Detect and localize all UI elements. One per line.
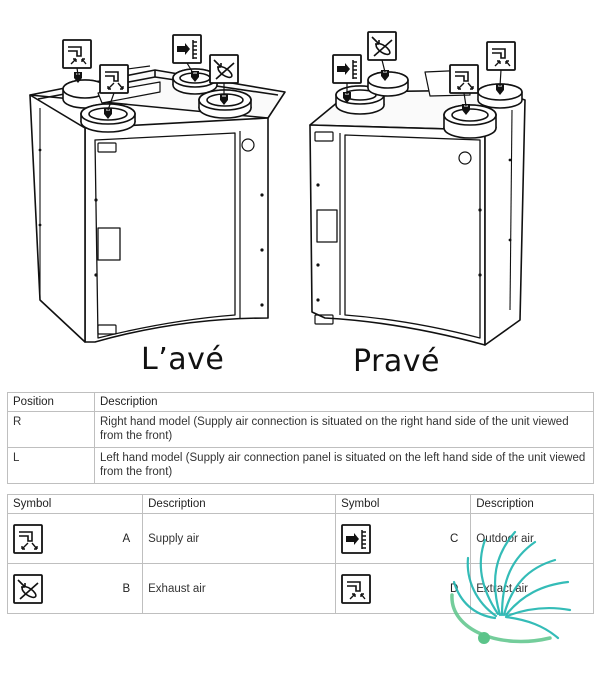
position-header: Position <box>7 392 95 412</box>
extract-air-icon <box>62 39 92 69</box>
outdoor-air-icon <box>341 523 372 554</box>
position-cell: R <box>7 411 95 448</box>
supply-air-icon <box>13 523 43 554</box>
symbol-cell <box>335 563 383 614</box>
description-cell: Exhaust air <box>142 563 337 614</box>
extract-air-icon <box>486 41 516 71</box>
symbol-cell <box>7 513 54 564</box>
right-unit-caption: Pravé <box>353 344 440 379</box>
exhaust-air-icon <box>13 573 43 604</box>
symbol-cell <box>335 513 383 564</box>
symbol-header: Symbol <box>335 494 472 514</box>
exhaust-air-icon <box>209 54 239 84</box>
position-cell: L <box>7 447 95 484</box>
left-unit-caption: L’avé <box>141 342 225 377</box>
description-cell: Supply air <box>142 513 337 564</box>
brand-logo-icon <box>450 530 572 644</box>
description-cell: Extract air <box>470 563 594 614</box>
symbol-cell <box>7 563 54 614</box>
units-illustration <box>29 31 526 346</box>
symbol-letter: B <box>54 563 144 614</box>
symbol-header: Symbol <box>6 494 144 514</box>
description-cell: Left hand model (Supply air connection p… <box>94 447 594 484</box>
table-header-row: Symbol Description Symbol Description <box>6 494 594 514</box>
extract-air-icon <box>341 573 372 604</box>
position-table: Position Description R Right hand model … <box>7 392 594 484</box>
description-cell: Right hand model (Supply air connection … <box>94 411 594 448</box>
outdoor-air-icon <box>172 34 202 64</box>
right-unit <box>309 69 526 346</box>
symbol-table: Symbol Description Symbol Description A … <box>6 494 594 614</box>
table-row: B Exhaust air D Extract air <box>7 563 594 614</box>
table-row: L Left hand model (Supply air connection… <box>7 447 594 484</box>
supply-air-icon <box>449 64 479 94</box>
supply-air-icon <box>99 64 129 94</box>
symbol-letter: A <box>54 513 144 564</box>
left-unit <box>29 65 286 343</box>
table-header-row: Position Description <box>7 392 594 412</box>
description-header: Description <box>470 494 594 514</box>
outdoor-air-icon <box>332 54 362 84</box>
table-row: R Right hand model (Supply air connectio… <box>7 411 594 448</box>
description-header: Description <box>142 494 337 514</box>
description-header: Description <box>94 392 594 412</box>
exhaust-air-icon <box>367 31 397 61</box>
